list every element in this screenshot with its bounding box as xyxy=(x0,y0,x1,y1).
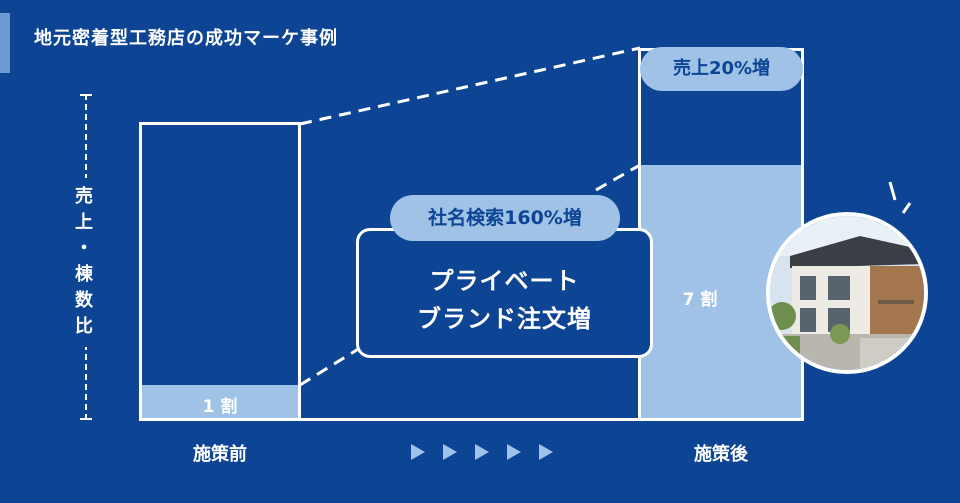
sparkle-icon xyxy=(888,181,897,201)
name-search-badge: 社名検索160%増 xyxy=(390,195,620,241)
upper-dashed-connector xyxy=(299,46,641,126)
center-box-line1: プライベート xyxy=(429,267,580,295)
progress-arrow-icon xyxy=(475,444,489,460)
y-axis-label-char: 比 xyxy=(75,316,93,338)
before-share-label: 1 割 xyxy=(202,397,238,417)
house-illustration xyxy=(770,216,924,370)
progress-arrow-icon xyxy=(443,444,457,460)
after-label: 施策後 xyxy=(694,444,748,465)
y-axis-bottom-cap xyxy=(80,418,92,420)
sales-increase-badge: 売上20%増 xyxy=(640,47,803,91)
y-axis-label-char: 上 xyxy=(75,212,93,234)
y-axis-top-cap xyxy=(80,94,92,96)
y-axis-label-char: 売 xyxy=(75,186,93,207)
before-bar-fill xyxy=(142,385,298,418)
center-box: プライベート ブランド注文増 xyxy=(356,228,653,358)
center-box-line2: ブランド注文増 xyxy=(417,305,592,333)
sparkle-icon xyxy=(901,202,912,214)
after-share-label: 7 割 xyxy=(682,290,718,310)
badge-dashed-connector xyxy=(595,163,641,192)
y-axis-label-char: ・ xyxy=(75,238,93,260)
before-bar-outline xyxy=(139,122,301,421)
page-title: 地元密着型工務店の成功マーケ事例 xyxy=(34,28,338,49)
progress-arrow-icon xyxy=(539,444,553,460)
y-axis-label-char: 数 xyxy=(75,290,93,312)
progress-arrow-icon xyxy=(507,444,521,460)
baseline xyxy=(139,418,804,421)
y-axis-label: 売 上 ・ 棟 数 比 xyxy=(62,178,106,347)
title-accent-bar xyxy=(0,13,10,73)
y-axis-label-char: 棟 xyxy=(75,264,93,286)
progress-arrow-icon xyxy=(411,444,425,460)
lower-dashed-connector xyxy=(299,346,361,387)
house-photo xyxy=(766,212,928,374)
before-label: 施策前 xyxy=(193,444,247,465)
